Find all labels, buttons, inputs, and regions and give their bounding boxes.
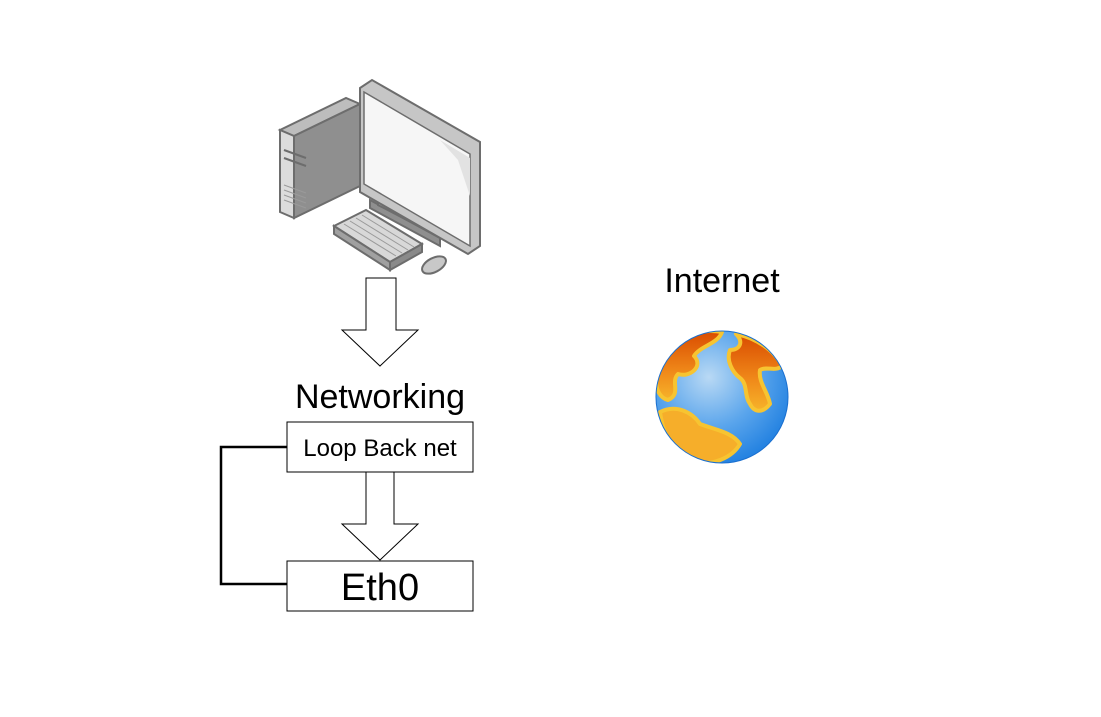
- desktop-computer-icon: [277, 78, 481, 275]
- loopback-to-eth0-arrow: [340, 471, 420, 561]
- loopback-box: Loop Back net: [286, 421, 474, 473]
- networking-label: Networking: [295, 378, 465, 416]
- globe-icon: [655, 330, 789, 464]
- computer-to-networking-arrow: [340, 277, 420, 367]
- eth0-label: Eth0: [341, 567, 419, 609]
- eth0-box: Eth0: [286, 560, 474, 612]
- loopback-label: Loop Back net: [303, 435, 457, 462]
- loopback-connector: [219, 445, 287, 586]
- internet-label: Internet: [664, 262, 780, 300]
